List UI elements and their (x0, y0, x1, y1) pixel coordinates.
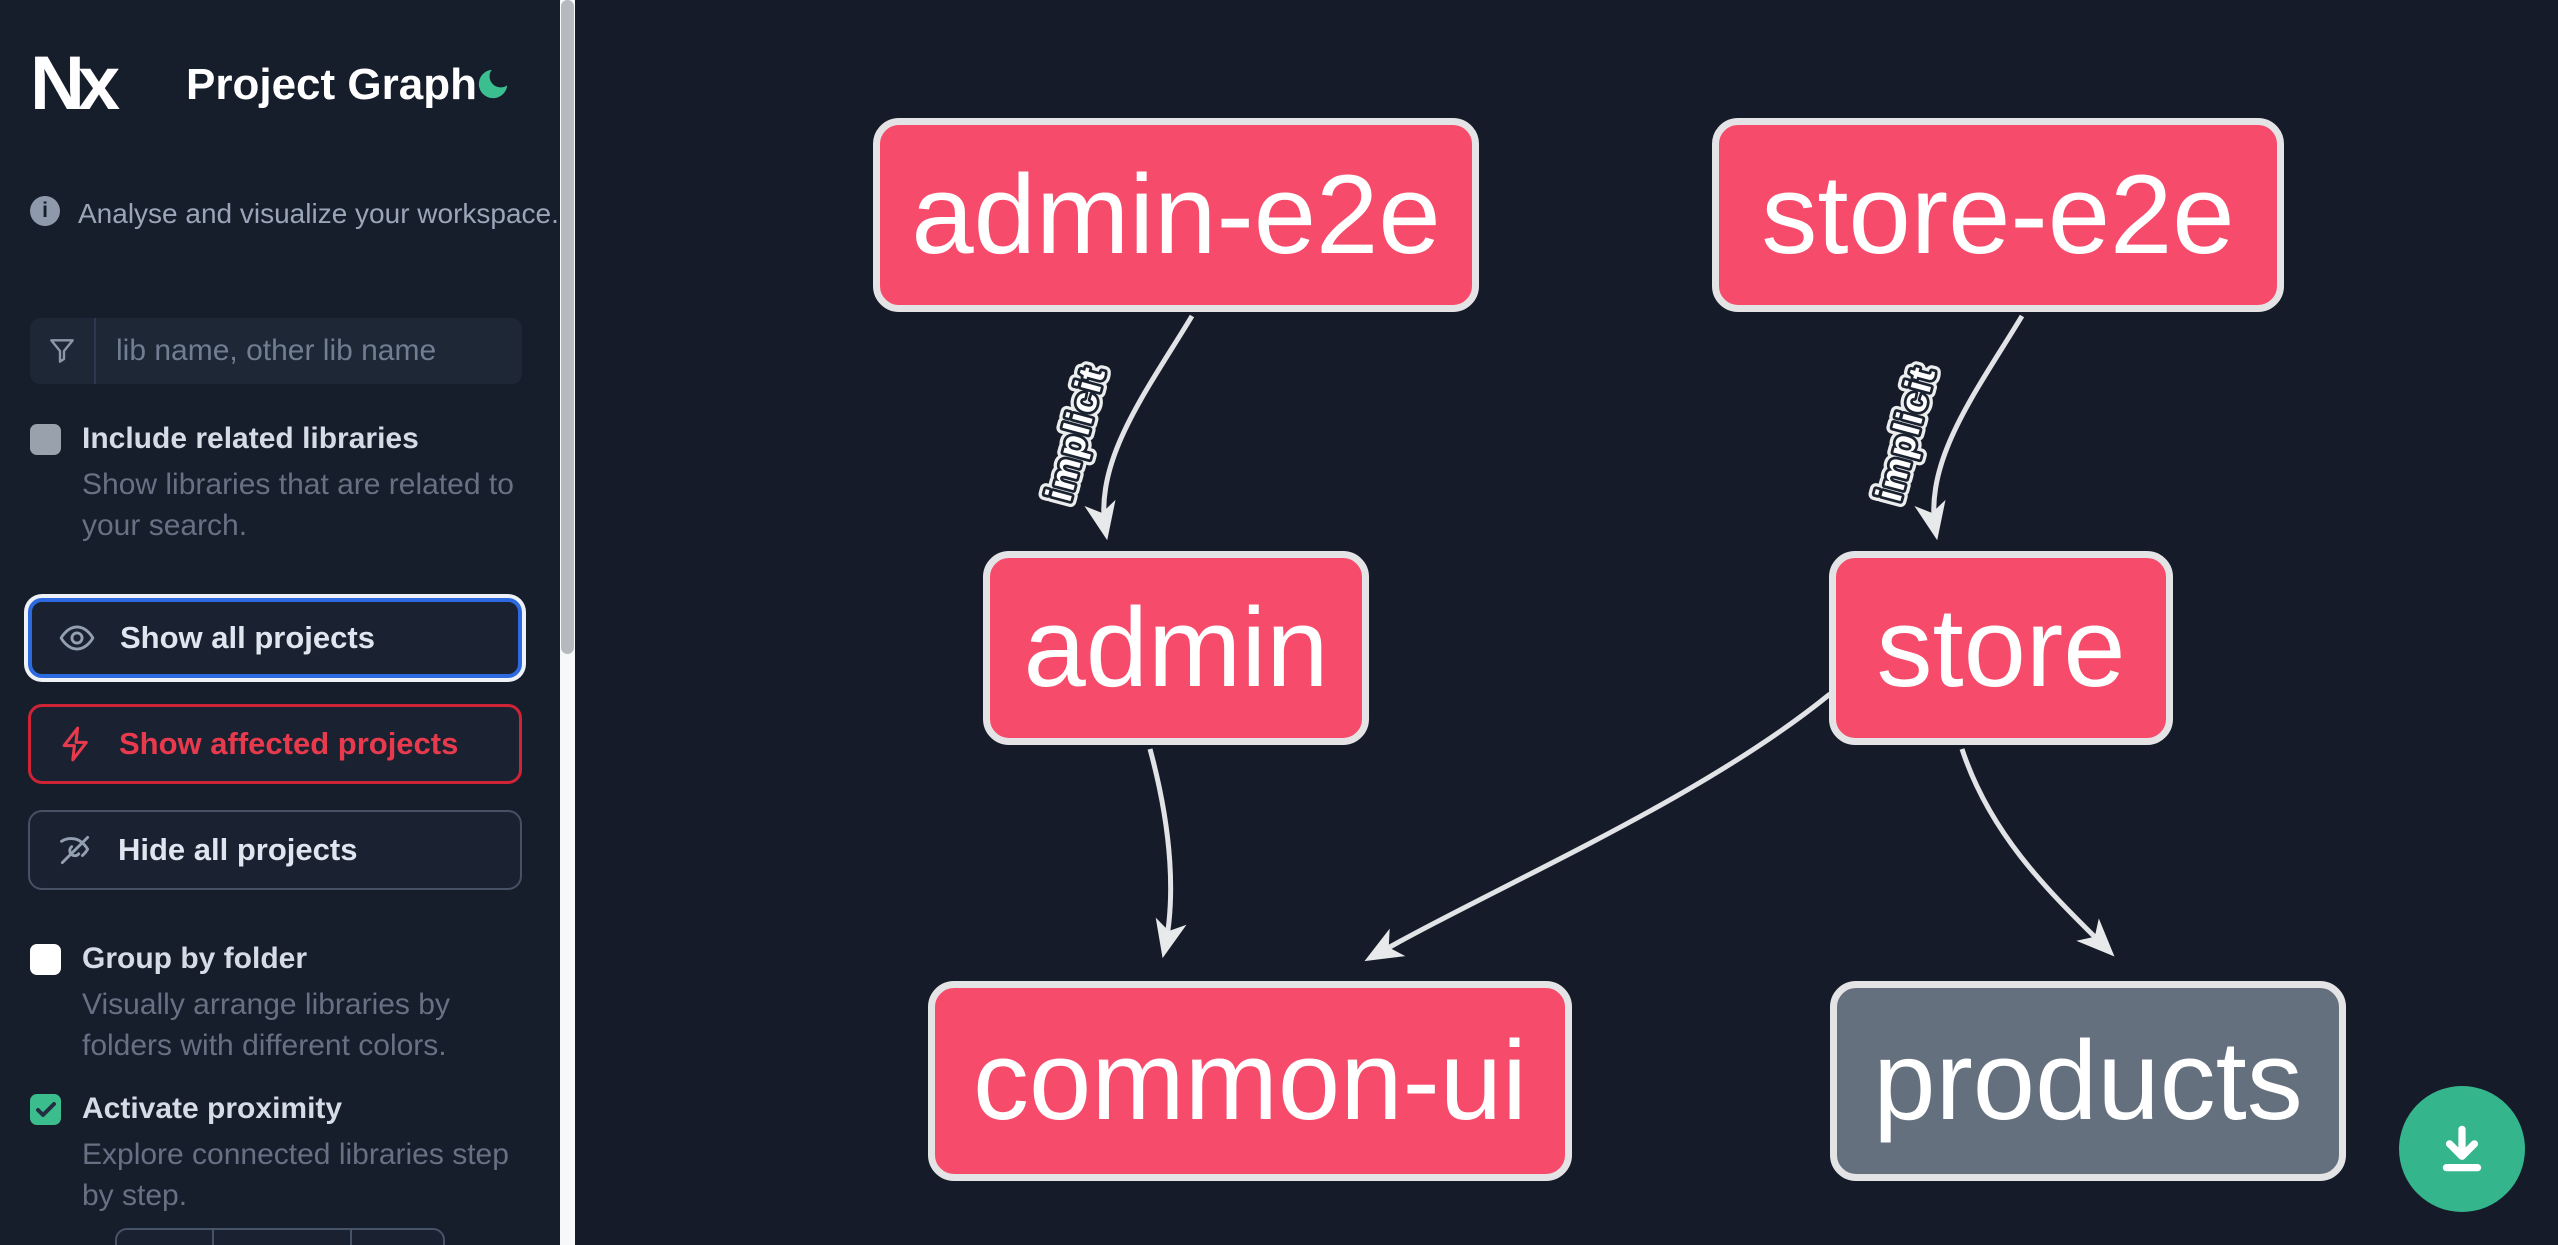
edge-admin-to-common-ui (1147, 748, 1187, 959)
show-affected-projects-label: Show affected projects (119, 726, 459, 761)
moon-icon (474, 65, 514, 103)
group-by-folder-label: Group by folder (82, 942, 307, 975)
edge-label-implicit-left: implicit implicit implicit (1032, 356, 1119, 511)
stepper-increment-segment[interactable] (352, 1230, 443, 1245)
include-related-label: Include related libraries (82, 422, 419, 455)
group-by-folder-toggle: Group by folder Visually arrange librari… (30, 940, 500, 1066)
svg-text:implicit: implicit (1038, 362, 1113, 505)
page-title: Project Graph (186, 60, 477, 109)
bolt-icon (57, 725, 95, 763)
sidebar: Nx Project Graph i Analyse and visualize… (0, 0, 560, 1245)
proximity-depth-stepper (115, 1228, 445, 1245)
show-all-projects-button[interactable]: Show all projects (28, 598, 522, 678)
stepper-value-segment (214, 1230, 352, 1245)
eye-off-icon (56, 831, 94, 869)
node-label: products (1873, 1018, 2303, 1143)
hide-all-projects-button[interactable]: Hide all projects (28, 810, 522, 890)
edge-store-to-common-ui (1364, 692, 1832, 962)
edge-store-e2e-to-store (1914, 314, 2025, 541)
info-icon: i (30, 196, 60, 226)
download-icon (2433, 1120, 2491, 1178)
workspace-tagline: i Analyse and visualize your workspace. (30, 196, 559, 230)
show-affected-projects-button[interactable]: Show affected projects (28, 704, 522, 784)
group-by-folder-description: Visually arrange libraries by folders wi… (82, 988, 450, 1062)
graph-node-admin[interactable]: admin (983, 551, 1369, 745)
hide-all-projects-label: Hide all projects (118, 832, 358, 867)
check-icon (34, 1098, 58, 1122)
graph-node-common-ui[interactable]: common-ui (928, 981, 1572, 1181)
activate-proximity-toggle: Activate proximity Explore connected lib… (30, 1090, 509, 1216)
search-input[interactable] (96, 318, 522, 384)
include-related-description: Show libraries that are related to your … (82, 468, 514, 542)
edge-admin-e2e-to-admin (1084, 314, 1195, 541)
graph-node-products[interactable]: products (1830, 981, 2346, 1181)
stepper-decrement-segment[interactable] (117, 1230, 214, 1245)
graph-node-admin-e2e[interactable]: admin-e2e (873, 118, 1479, 312)
svg-text:implicit: implicit (1868, 362, 1943, 505)
node-label: store-e2e (1761, 152, 2235, 277)
activate-proximity-description: Explore connected libraries step by step… (82, 1138, 509, 1212)
edge-store-to-products (1959, 748, 2115, 957)
node-label: store (1876, 585, 2126, 710)
include-related-checkbox[interactable] (30, 424, 61, 455)
activate-proximity-label: Activate proximity (82, 1092, 343, 1125)
node-label: common-ui (973, 1018, 1527, 1143)
node-label: admin-e2e (911, 152, 1441, 277)
sidebar-header: Nx Project Graph (30, 41, 530, 126)
tagline-text: Analyse and visualize your workspace. (78, 198, 559, 229)
graph-node-store[interactable]: store (1829, 551, 2173, 745)
theme-toggle-button[interactable] (474, 64, 514, 104)
eye-icon (58, 619, 96, 657)
funnel-icon (30, 318, 96, 384)
sidebar-scrollbar-thumb[interactable] (561, 0, 574, 654)
group-by-folder-checkbox[interactable] (30, 944, 61, 975)
graph-node-store-e2e[interactable]: store-e2e (1712, 118, 2284, 312)
activate-proximity-checkbox[interactable] (30, 1094, 61, 1125)
node-label: admin (1023, 585, 1329, 710)
sidebar-scrollbar-track[interactable] (560, 0, 575, 1245)
nx-logo: Nx (30, 41, 120, 126)
project-actions: Show all projects Show affected projects… (28, 598, 522, 916)
edge-label-implicit-right: implicit implicit implicit (1862, 356, 1949, 511)
search-box (30, 318, 522, 384)
include-related-toggle: Include related libraries Show libraries… (30, 420, 514, 546)
show-all-projects-label: Show all projects (120, 620, 375, 655)
download-image-button[interactable] (2399, 1086, 2525, 1212)
